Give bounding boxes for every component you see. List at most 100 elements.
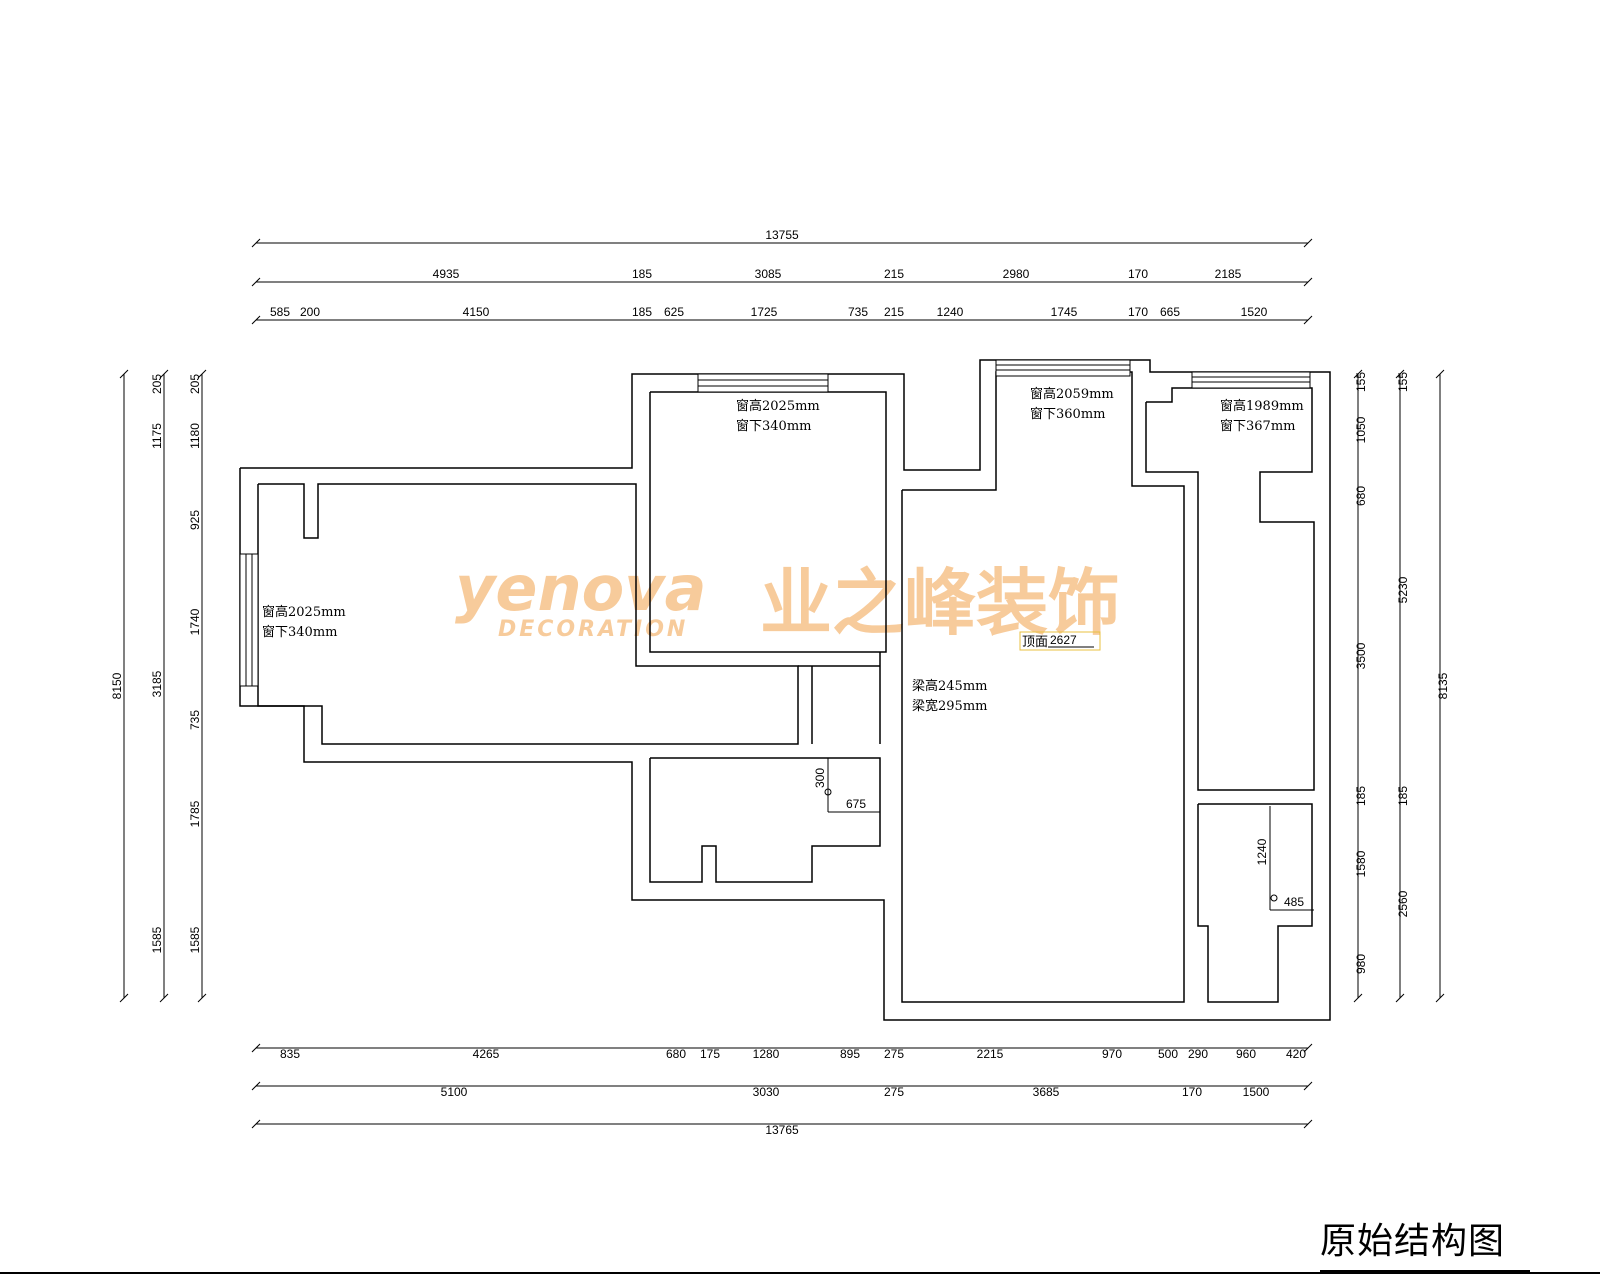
dim-bot-r1-7: 2215 (977, 1047, 1004, 1061)
dim-top-r3-5: 1725 (751, 305, 778, 319)
dim-tick (1435, 369, 1445, 379)
dim-bot-r1-11: 960 (1236, 1047, 1256, 1061)
dim-top-r3-4: 625 (664, 305, 684, 319)
window-left (239, 553, 259, 687)
dim-tick (1303, 1119, 1313, 1129)
dim-tick (251, 1043, 261, 1053)
dim-top-r3-10: 170 (1128, 305, 1148, 319)
beam-height: 梁高245mm (912, 678, 987, 694)
ceiling-height-tag: 顶面 2627 (1019, 631, 1101, 651)
dim-tick (251, 1081, 261, 1091)
dim-left-c2-0: 205 (150, 374, 164, 394)
dim-right-c1-3: 3500 (1354, 642, 1368, 669)
window-bedroom-sill: 窗下340mm (736, 418, 811, 434)
left-dimensions: 8150 205 1175 3185 1585 205 1180 925 174… (110, 374, 202, 954)
dim-tick (1303, 1081, 1313, 1091)
dim-left-c3-3: 1740 (188, 608, 202, 635)
dim-tick (1303, 277, 1313, 287)
window-big-room (995, 359, 1131, 377)
dim-left-c3-0: 205 (188, 374, 202, 394)
dim-top-r3-7: 215 (884, 305, 904, 319)
dim-right-c2-1: 5230 (1396, 576, 1410, 603)
beam-width: 梁宽295mm (912, 698, 987, 714)
dim-top-r3-6: 735 (848, 305, 868, 319)
dim-right-c2-3: 2560 (1396, 890, 1410, 917)
dimension-ticks (119, 238, 1445, 1129)
kitchen-dim-675: 675 (846, 797, 866, 811)
dim-bot-r1-3: 175 (700, 1047, 720, 1061)
dim-bot-r2-5: 1500 (1243, 1085, 1270, 1099)
dim-tick (251, 315, 261, 325)
dim-tick (159, 369, 169, 379)
dim-bot-r1-10: 290 (1188, 1047, 1208, 1061)
dim-tick (1395, 369, 1405, 379)
window-right-bedroom-sill: 窗下367mm (1220, 418, 1295, 434)
dim-tick (1435, 993, 1445, 1003)
dim-tick (1303, 315, 1313, 325)
dim-top-r2-3: 215 (884, 267, 904, 281)
bathroom-drain-marker: 1240 485 (1255, 806, 1314, 911)
bathroom-dim-485: 485 (1284, 895, 1304, 909)
dim-tick (251, 238, 261, 248)
ceiling-label: 顶面 (1022, 635, 1048, 650)
dim-tick (159, 993, 169, 1003)
dim-right-c1-6: 980 (1354, 954, 1368, 974)
top-dimensions: 13755 4935 185 3085 215 2980 170 2185 58… (270, 228, 1268, 319)
dim-top-r3-8: 1240 (937, 305, 964, 319)
dim-tick (119, 369, 129, 379)
windows (239, 359, 1311, 687)
window-left-height: 窗高2025mm (262, 604, 346, 620)
window-bedroom-height: 窗高2025mm (736, 398, 820, 414)
dim-right-c1-2: 680 (1354, 486, 1368, 506)
dim-left-c2-2: 3185 (150, 670, 164, 697)
dim-tick (1353, 369, 1363, 379)
window-right-bedroom-height: 窗高1989mm (1220, 398, 1304, 414)
dim-left-c3-5: 1785 (188, 800, 202, 827)
dim-tick (1303, 238, 1313, 248)
dim-tick (251, 277, 261, 287)
dim-left-c3-1: 1180 (188, 423, 202, 449)
dim-bot-total: 13765 (765, 1123, 799, 1137)
dim-bot-r1-2: 680 (666, 1047, 686, 1061)
dim-top-r2-0: 4935 (433, 267, 460, 281)
dim-bot-r1-6: 275 (884, 1047, 904, 1061)
dim-top-r3-3: 185 (632, 305, 652, 319)
dim-right-c2-0: 155 (1396, 372, 1410, 392)
dim-bot-r1-0: 835 (280, 1047, 300, 1061)
walls (239, 359, 1331, 1021)
dim-bot-r1-8: 970 (1102, 1047, 1122, 1061)
bottom-dimensions: 835 4265 680 175 1280 895 275 2215 970 5… (280, 1047, 1306, 1137)
dim-right-c2-2: 185 (1396, 786, 1410, 806)
dim-top-r2-2: 3085 (755, 267, 782, 281)
dim-bot-r1-9: 500 (1158, 1047, 1178, 1061)
watermark-logo: yenova (455, 552, 706, 625)
dim-bot-r1-4: 1280 (753, 1047, 780, 1061)
window-left-sill: 窗下340mm (262, 624, 337, 640)
dim-left-c3-6: 1585 (188, 926, 202, 953)
dim-bot-r2-3: 3685 (1033, 1085, 1060, 1099)
dim-top-r2-1: 185 (632, 267, 652, 281)
kitchen-drain-marker: 300 675 (813, 758, 880, 813)
dim-top-r3-11: 665 (1160, 305, 1180, 319)
dim-left-c3-4: 735 (188, 710, 202, 730)
dim-tick (251, 1119, 261, 1129)
dim-right-c1-5: 1580 (1354, 850, 1368, 877)
dim-tick (197, 993, 207, 1003)
annotations: 窗高2025mm 窗下340mm 窗高2025mm 窗下340mm 窗高2059… (262, 386, 1314, 911)
dim-bot-r2-0: 5100 (441, 1085, 468, 1099)
dim-right-c1-0: 155 (1354, 372, 1368, 392)
dimension-lines (123, 242, 1441, 1125)
dim-bot-r1-5: 895 (840, 1047, 860, 1061)
dim-bot-r2-1: 3030 (753, 1085, 780, 1099)
watermark-sub: DECORATION (498, 617, 688, 642)
dim-right-total: 8135 (1436, 672, 1450, 699)
dim-top-r3-12: 1520 (1241, 305, 1268, 319)
dim-tick (1353, 993, 1363, 1003)
dim-top-r2-5: 170 (1128, 267, 1148, 281)
dim-tick (197, 369, 207, 379)
dim-right-c1-1: 1050 (1354, 416, 1368, 443)
dim-top-r2-6: 2185 (1215, 267, 1242, 281)
window-big-room-sill: 窗下360mm (1030, 406, 1105, 422)
watermark-company: 业之峰装饰 (760, 561, 1120, 645)
